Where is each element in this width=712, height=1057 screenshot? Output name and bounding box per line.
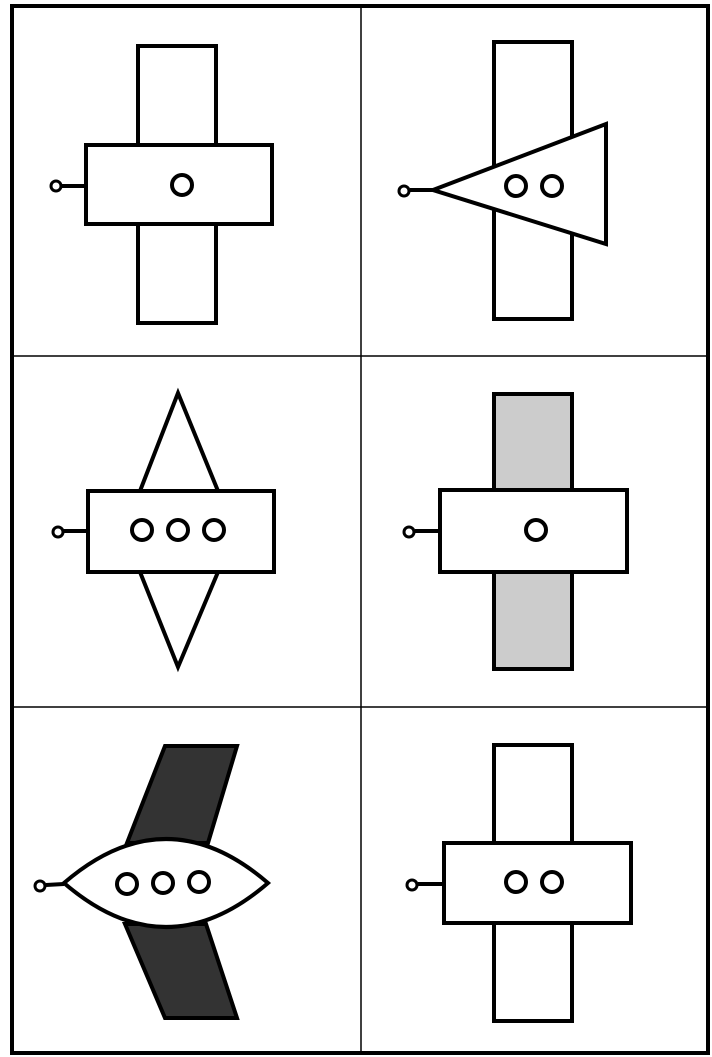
window <box>542 872 562 892</box>
window <box>506 176 526 196</box>
window <box>168 520 188 540</box>
body-rectangle <box>444 843 631 923</box>
window <box>132 520 152 540</box>
window <box>526 520 546 540</box>
window <box>506 872 526 892</box>
window <box>117 874 137 894</box>
antenna-tip <box>51 181 61 191</box>
window <box>542 176 562 196</box>
antenna-line <box>46 884 64 885</box>
antenna-tip <box>399 186 409 196</box>
window <box>189 872 209 892</box>
window <box>153 873 173 893</box>
window <box>204 520 224 540</box>
antenna-tip <box>404 527 414 537</box>
antenna-tip <box>35 881 45 891</box>
antenna-tip <box>53 527 63 537</box>
window <box>172 175 192 195</box>
antenna-tip <box>407 880 417 890</box>
